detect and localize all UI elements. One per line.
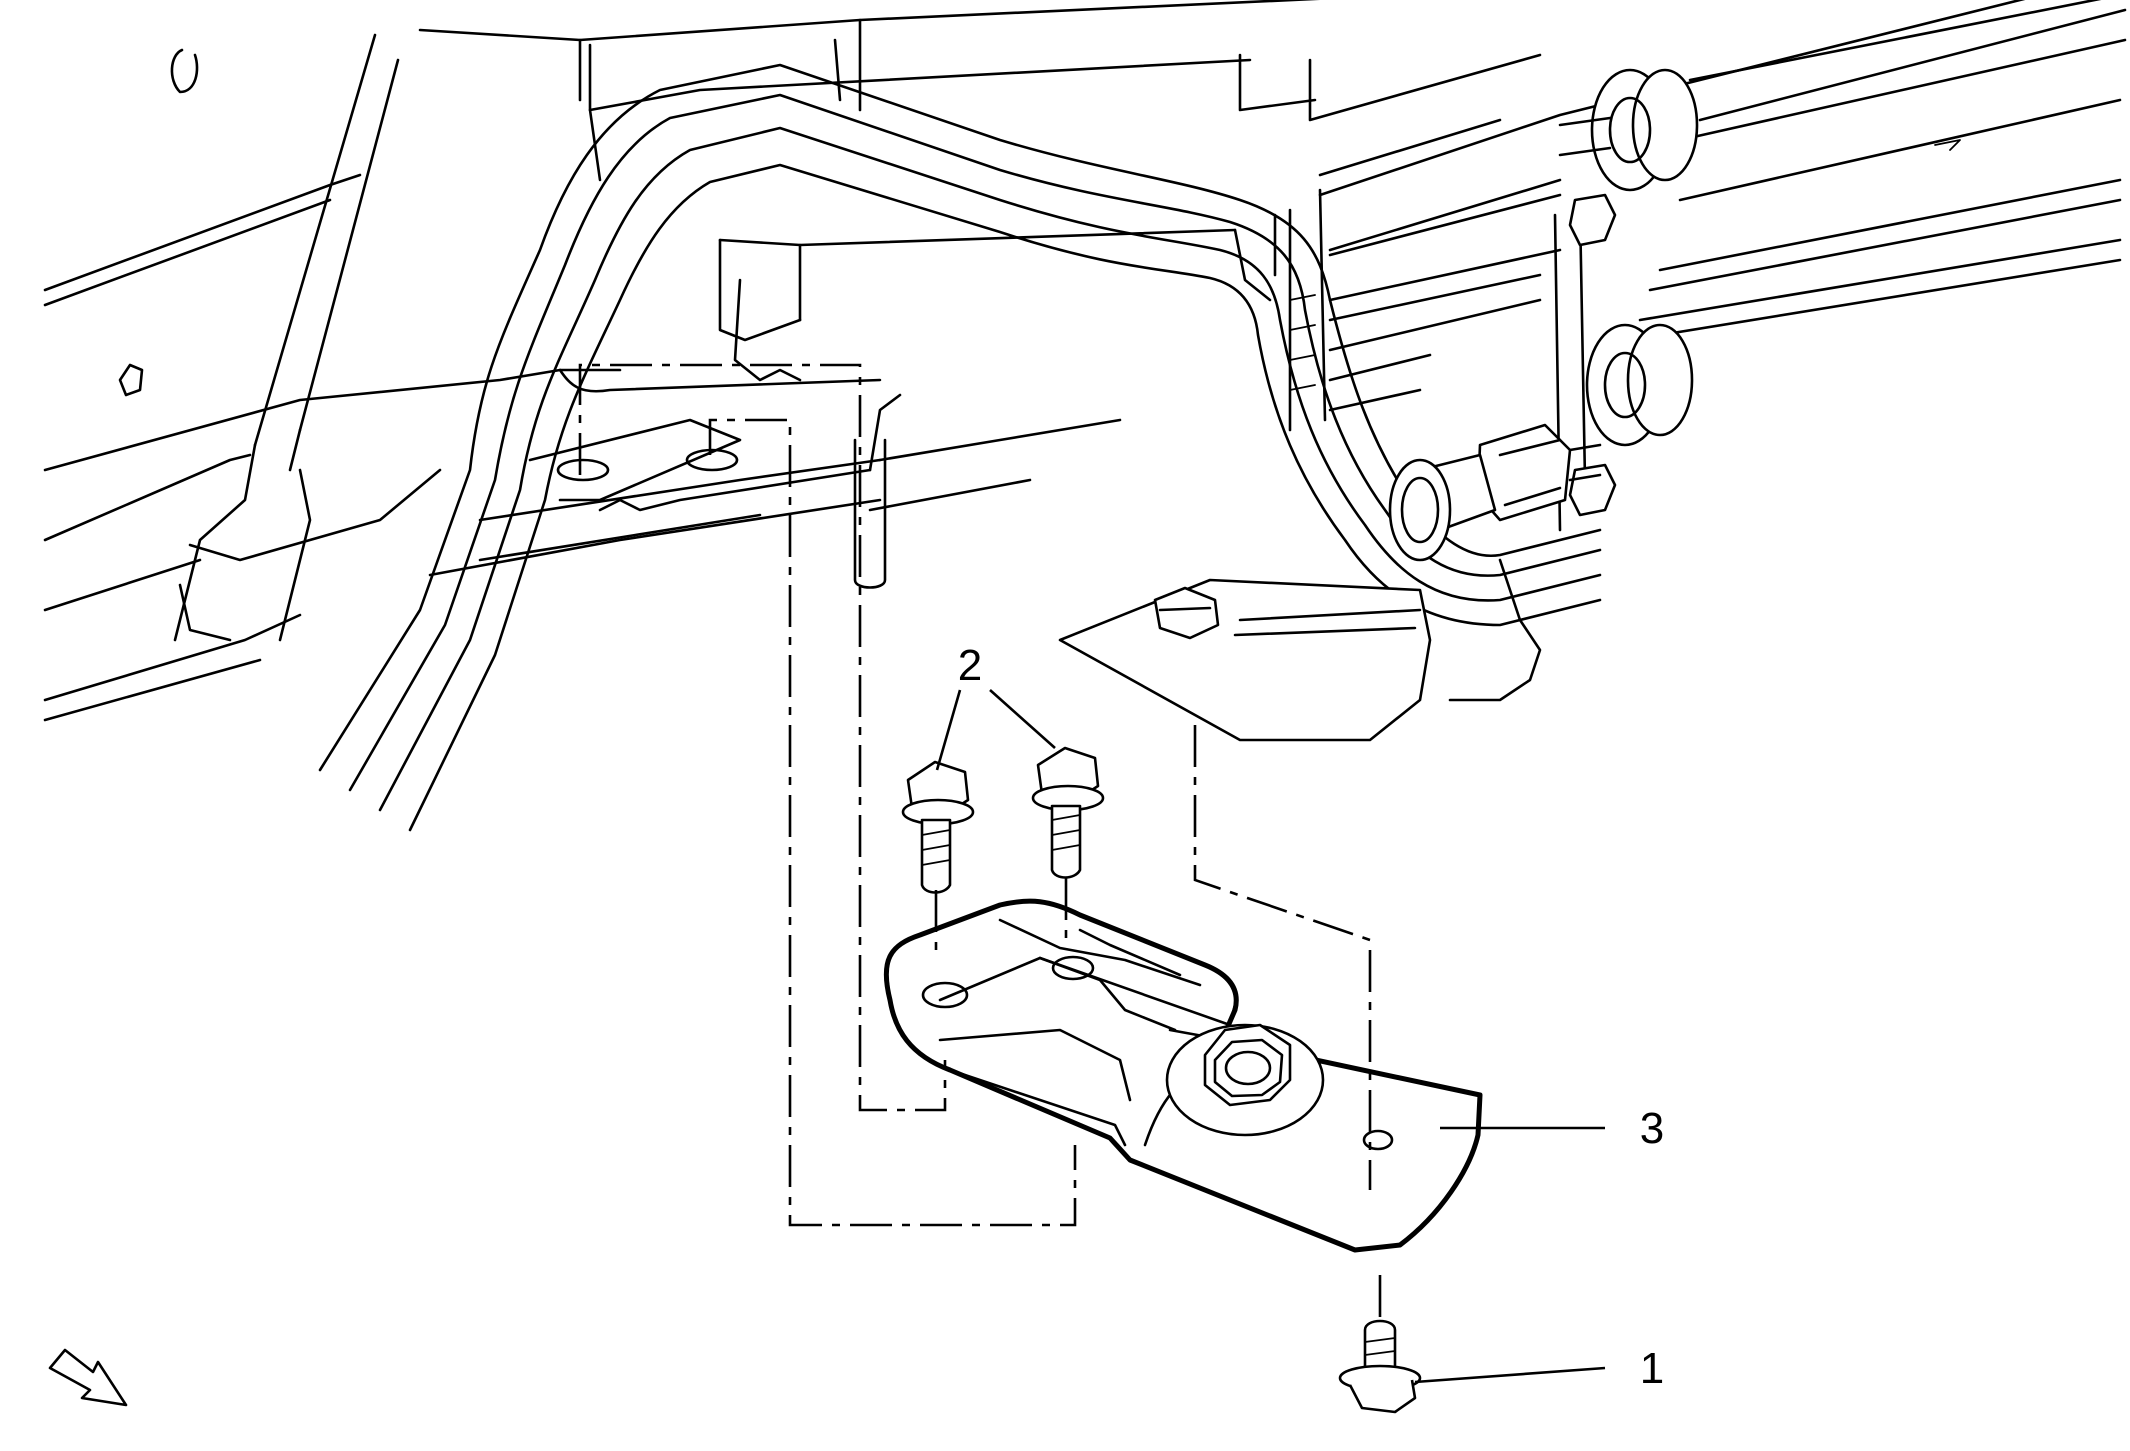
bolt-left: [901, 760, 975, 960]
assembly-alignment-lines: [578, 363, 1382, 1330]
callout-label-3: 3: [1640, 1104, 1664, 1153]
view-direction-arrow-icon: [48, 1348, 128, 1407]
callout-label-1: 1: [1640, 1344, 1664, 1393]
line-fittings: [1058, 68, 1699, 742]
stud-bolt: [1338, 1319, 1422, 1414]
frame-mounting-holes: [528, 418, 742, 502]
mounting-bracket: [883, 898, 1483, 1253]
bolt-right: [1031, 746, 1105, 950]
callout-leaders: [935, 689, 1606, 1384]
vehicle-frame-structure: [43, 0, 2127, 722]
callout-label-2: 2: [958, 641, 982, 690]
brake-lines: [278, 63, 1602, 832]
